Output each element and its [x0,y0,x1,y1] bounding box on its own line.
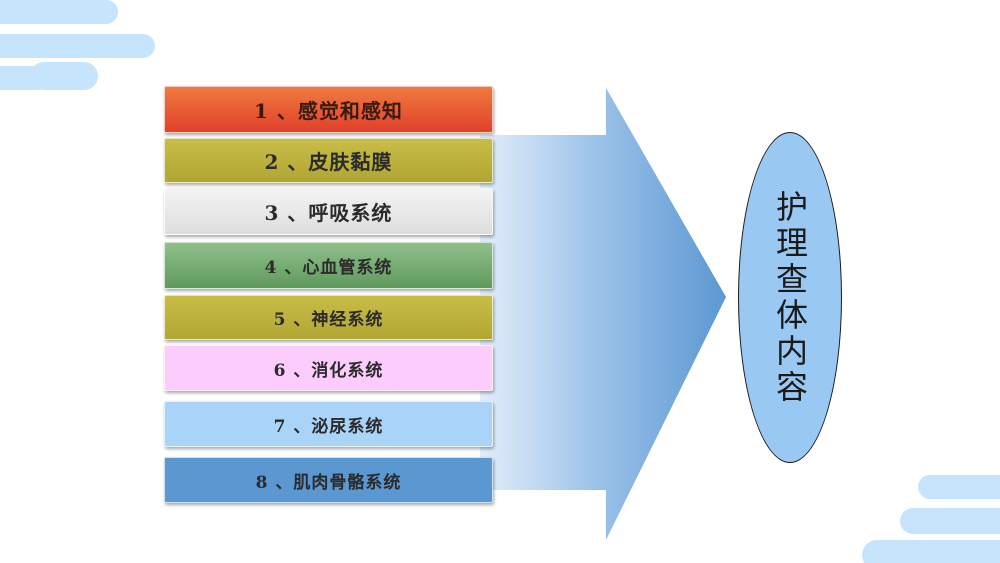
cloud-band-bottom-3 [862,540,1000,563]
item-cardiovascular-system: 4 、心血管系统 [164,242,493,289]
item-nervous-system: 5 、神经系统 [164,295,493,340]
item-musculoskeletal-system: 8 、肌肉骨骼系统 [164,457,493,503]
cloud-band-top-4 [30,62,98,90]
item-digestive-system: 6 、消化系统 [164,345,493,391]
target-ellipse: 护理查体内容 [738,132,842,463]
item-respiratory-system: 3 、呼吸系统 [164,188,493,235]
cloud-band-top-2 [0,34,155,58]
item-label: 5 、神经系统 [273,310,384,330]
item-label: 1 、感觉和感知 [254,99,403,123]
target-label: 护理查体内容 [771,189,809,406]
cloud-band-bottom-2 [900,508,1000,534]
cloud-band-bottom-1 [918,475,1000,499]
item-label: 2 、皮肤黏膜 [264,150,393,174]
item-label: 4 、心血管系统 [264,258,393,278]
cloud-band-top-1 [0,0,118,24]
item-label: 6 、消化系统 [273,360,384,381]
item-sensation-perception: 1 、感觉和感知 [164,86,493,133]
item-skin-mucosa: 2 、皮肤黏膜 [164,138,493,183]
item-label: 8 、肌肉骨骼系统 [255,472,402,493]
item-label: 3 、呼吸系统 [264,201,393,225]
arrow-shape [480,88,726,540]
item-label: 7 、泌尿系统 [273,416,384,437]
item-urinary-system: 7 、泌尿系统 [164,401,493,447]
